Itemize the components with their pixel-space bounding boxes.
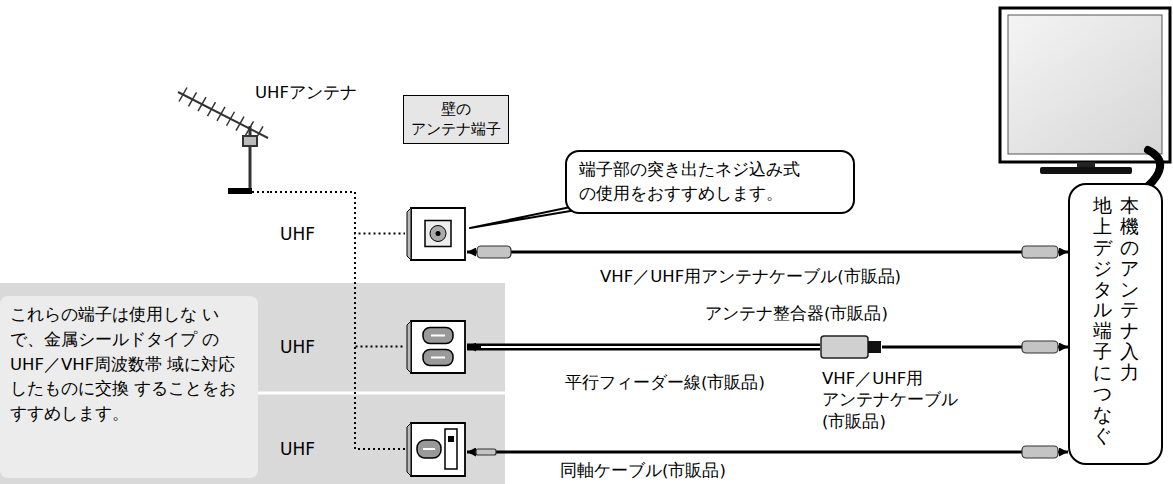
antenna-wire [270,192,405,347]
callout-bubble: 端子部の突き出たネジ込み式 の使用をおすすめします。 [565,150,855,214]
note-text-ground [0,296,258,478]
cable-label: VHF／UHF用アンテナケーブル(市販品) [600,266,901,287]
wall-plate-icon [405,205,467,262]
cable-label: 同軸ケーブル(市販品) [560,460,726,481]
wall-terminal-plate: UHF [280,205,470,262]
matcher-icon [820,335,882,359]
antenna-cable [467,251,1068,254]
node-label: UHF [280,224,315,244]
node-label: UHF [280,337,315,357]
row-separator [258,392,505,395]
wall-plate-icon [405,318,467,375]
cable-plug [476,246,1058,458]
node-label: UHFアンテナ [255,82,357,104]
node-label: アンテナ整合器(市販品) [705,303,888,325]
vertical-label: 地上デジタル端子につなぐ [1093,195,1112,446]
wall-terminal-plate: UHF [280,420,470,478]
tv-illustration [1000,8,1170,186]
wall-plate-icon [405,420,467,478]
node-label: これらの端子は使用しな いで、金属シールドタイプ のUHF／VHF周波数帯 域に… [10,303,248,427]
tv-input-box: 本機のアンテナ入力地上デジタル端子につなぐ [1068,183,1163,465]
vertical-label: 本機のアンテナ入力 [1120,195,1139,383]
node-label: UHF [280,439,315,459]
antenna-matcher: アンテナ整合器(市販品) [705,303,945,363]
wall-terminal-label-box: 壁の アンテナ端子 [403,95,509,144]
note-panel: これらの端子は使用しな いで、金属シールドタイプ のUHF／VHF周波数帯 域に… [0,283,505,484]
wall-terminal-plate: UHF [280,318,470,375]
cable-label: 平行フィーダー線(市販品) [565,372,765,393]
node-label: 端子部の突き出たネジ込み式 の使用をおすすめします。 [579,158,841,206]
feeder-gap [481,346,820,348]
feeder-cable [467,344,820,351]
cable-label: VHF／UHF用 アンテナケーブル (市販品) [822,368,958,432]
antenna-cable [467,451,1068,454]
note-panel-ground [0,283,505,484]
node-label: 壁の アンテナ端子 [411,99,501,140]
antenna-wire [270,192,405,449]
antenna-node: UHFアンテナ [175,80,390,196]
